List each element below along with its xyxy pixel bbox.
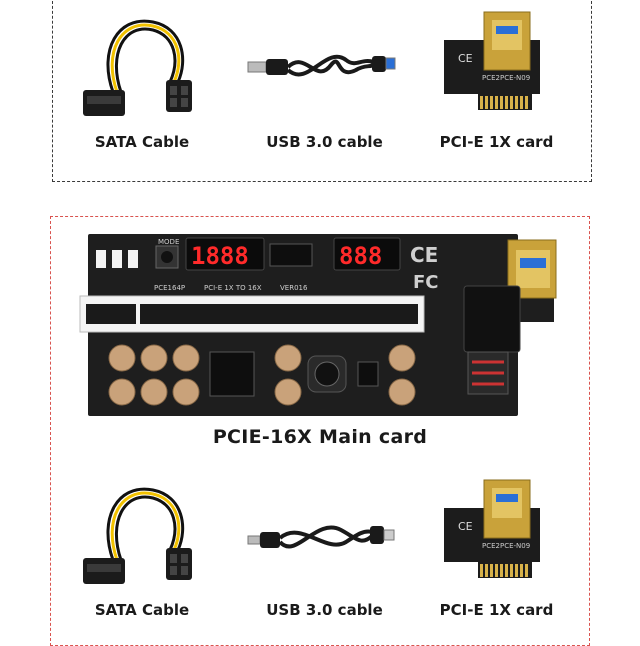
pcie-16x-main-card-image: MODE 1888 888 CE FC PCE164P PCI-E 1X TO … (79, 234, 557, 416)
small-card-silkscreen-bottom: PCE2PCE-N09 (482, 542, 530, 550)
small-card-silkscreen: PCE2PCE-N09 (482, 74, 530, 82)
pcie-1x-card-label: PCI-E 1X card (439, 133, 554, 151)
usb-cable-image (247, 55, 396, 77)
fc-mark: FC (413, 272, 439, 293)
ce-mark: CE (410, 243, 438, 267)
version-silkscreen: VER016 (280, 284, 308, 292)
sata-cable-label: SATA Cable (94, 133, 190, 151)
left-led-display: 1888 (191, 242, 249, 270)
top-accessory-frame (52, 0, 592, 182)
usb-cable-label: USB 3.0 cable (266, 133, 383, 151)
usb-cable-label-bottom: USB 3.0 cable (266, 601, 383, 619)
mode-silkscreen: MODE (158, 238, 179, 246)
right-led-display: 888 (339, 242, 382, 270)
model-silkscreen: PCE164P (154, 284, 185, 292)
svg-text:CE: CE (458, 520, 473, 533)
svg-text:CE: CE (458, 52, 473, 65)
pcie-1x-card-image: CE PCE2PCE-N09 (444, 11, 540, 110)
pcie-1x-card-label-bottom: PCI-E 1X card (439, 601, 554, 619)
pcie-1x-card-image-bottom: CE PCE2PCE-N09 (444, 479, 540, 578)
main-card-caption: PCIE-16X Main card (212, 426, 428, 448)
sata-cable-label-bottom: SATA Cable (94, 601, 190, 619)
sata-cable-image (83, 19, 192, 116)
usb-cable-image-bottom (247, 525, 395, 549)
sata-cable-image-bottom (83, 487, 192, 584)
desc-silkscreen: PCI-E 1X TO 16X (204, 284, 262, 292)
